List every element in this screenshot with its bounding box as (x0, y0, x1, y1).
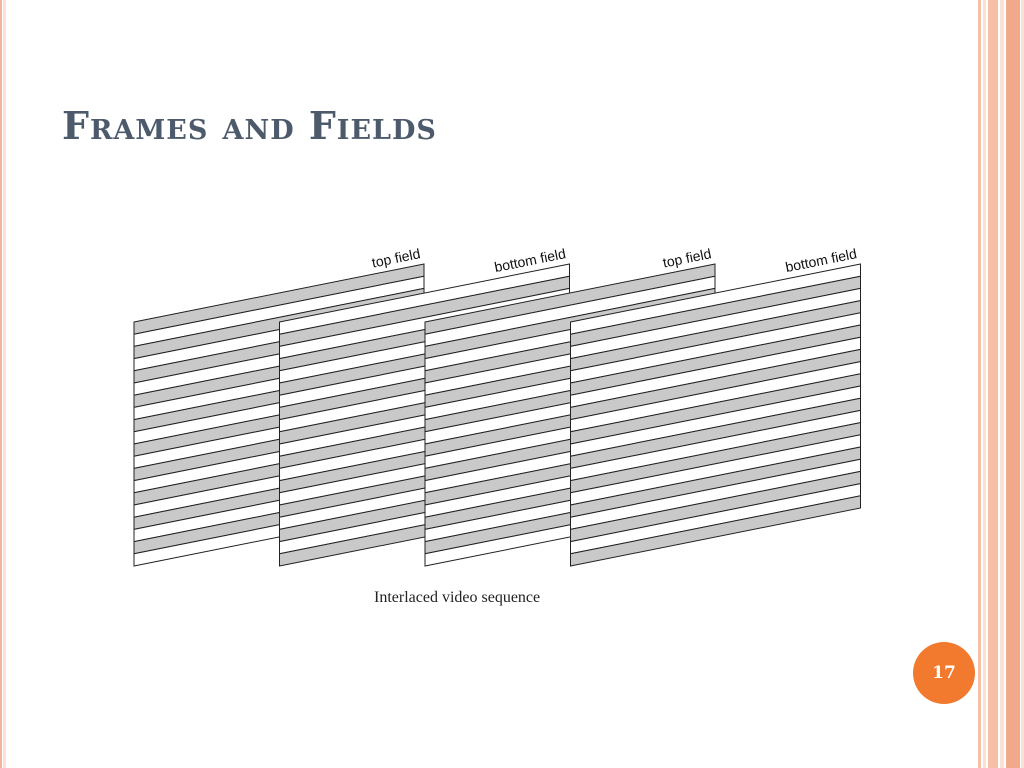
diagram-caption: Interlaced video sequence (374, 589, 541, 606)
slide-title: Frames and Fields (62, 103, 437, 148)
left-border-decoration (0, 0, 6, 768)
scan-line (570, 495, 861, 567)
right-stripe-decoration (978, 0, 1024, 768)
field-4: bottom field (570, 245, 861, 567)
page-number-badge: 17 (913, 642, 975, 704)
